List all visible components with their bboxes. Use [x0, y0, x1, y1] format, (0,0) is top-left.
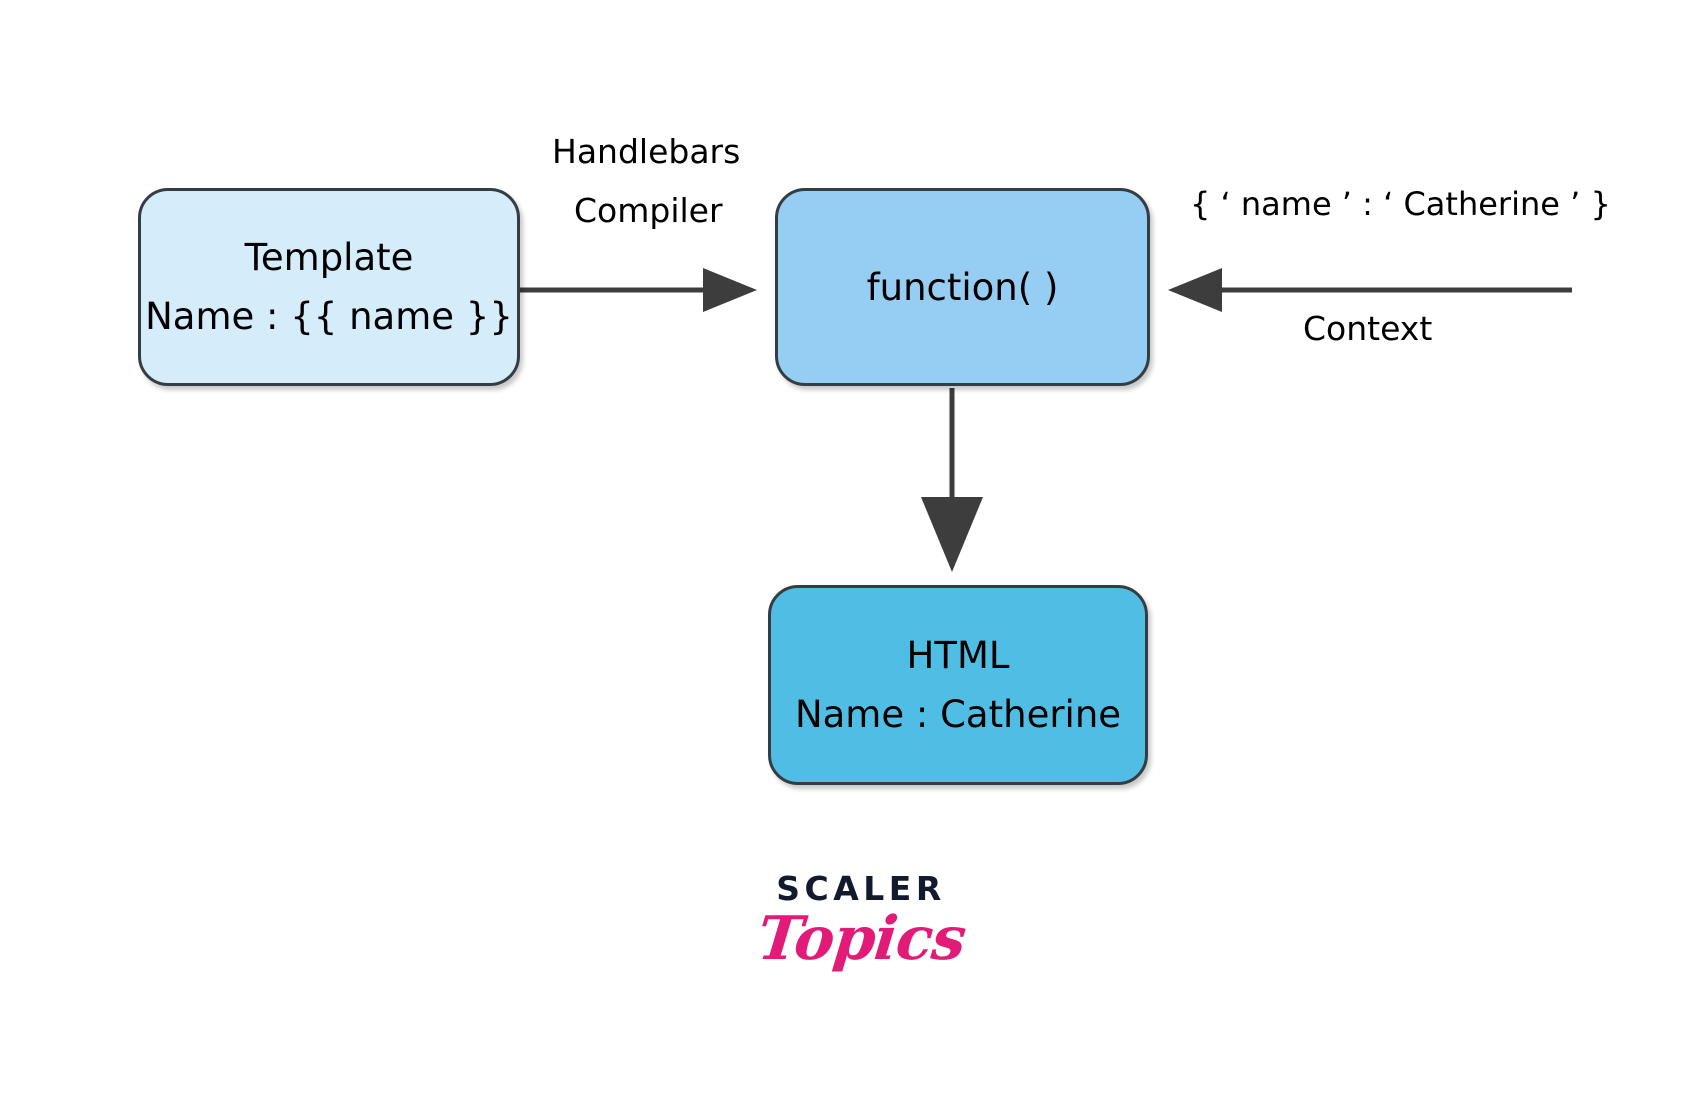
node-function[interactable]: function( ) — [775, 188, 1150, 386]
arrow-template-to-function — [520, 268, 757, 312]
node-template-body: Name : {{ name }} — [145, 295, 513, 338]
node-template-title: Template — [244, 236, 414, 279]
node-html-body: Name : Catherine — [794, 693, 1122, 736]
node-template[interactable]: Template Name : {{ name }} — [138, 188, 520, 386]
logo-scaler-wordmark: SCALER — [776, 869, 946, 908]
label-context-object: { ‘ name ’ : ‘ Catherine ’ } — [1190, 185, 1611, 223]
label-context: Context — [1303, 309, 1433, 348]
label-handlebars: Handlebars — [552, 132, 741, 171]
logo-topics-wordmark: Topics — [753, 904, 969, 974]
scaler-topics-logo: SCALER Topics — [754, 869, 968, 997]
node-html-output[interactable]: HTML Name : Catherine — [768, 585, 1148, 785]
label-compiler: Compiler — [574, 191, 723, 230]
arrow-function-to-html — [921, 388, 983, 572]
arrow-context-to-function — [1168, 268, 1572, 312]
node-html-title: HTML — [906, 634, 1010, 677]
node-function-title: function( ) — [866, 265, 1059, 309]
